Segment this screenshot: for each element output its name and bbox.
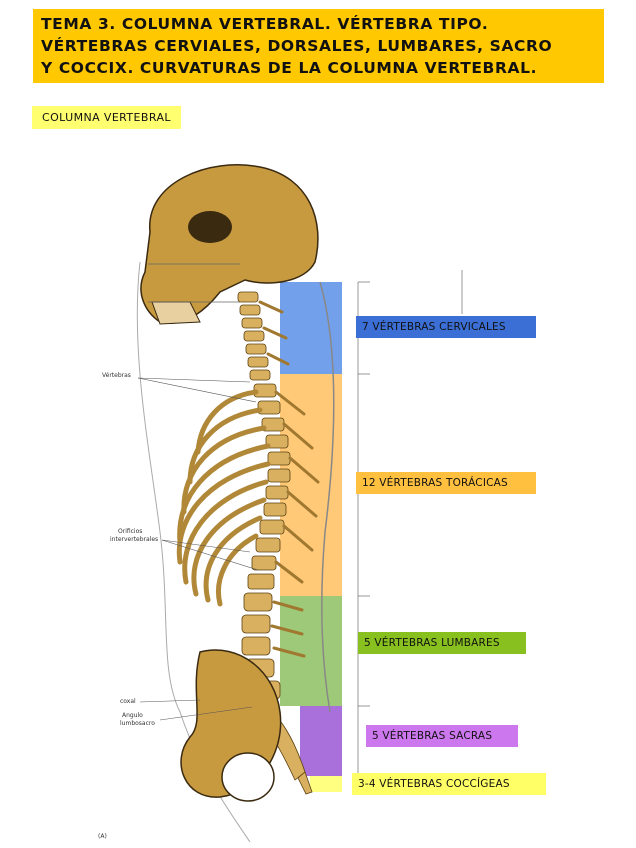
annotation-orificios: Orificios [118,528,143,535]
annotation-vertebras: Vértebras [102,372,131,379]
region-label-cervical: 7 VÉRTEBRAS CERVICALES [356,316,536,338]
region-label-lumbar: 5 VÉRTEBRAS LUMBARES [358,632,526,654]
region-label-thoracic: 12 VÉRTEBRAS TORÁCICAS [356,472,536,494]
thoracic-band [280,374,342,596]
spine-figure: Vértebras Orificios intervertebrales cox… [90,152,550,842]
title-line-3: Y COCCIX. CURVATURAS DE LA COLUMNA VERTE… [41,59,538,77]
annotation-lumbosacro: lumbosacro [120,720,155,727]
title-line-1: TEMA 3. COLUMNA VERTEBRAL. VÉRTEBRA TIPO… [41,15,489,33]
title-box: TEMA 3. COLUMNA VERTEBRAL. VÉRTEBRA TIPO… [33,9,604,83]
sacral-band [300,706,342,776]
section-label: COLUMNA VERTEBRAL [32,106,181,129]
spine-illustration [136,164,463,842]
plate-mark: (A) [98,833,107,840]
region-label-sacral: 5 VÉRTEBRAS SACRAS [366,725,518,747]
region-label-coccygeal: 3-4 VÉRTEBRAS COCCÍGEAS [352,773,546,795]
annotation-intervertebrales: intervertebrales [110,536,159,543]
annotation-coxal: coxal [120,698,136,705]
title-line-2: VÉRTEBRAS CERVIALES, DORSALES, LUMBARES,… [41,37,553,55]
coccygeal-band [310,776,342,792]
annotation-angulo: Angulo [122,712,143,719]
